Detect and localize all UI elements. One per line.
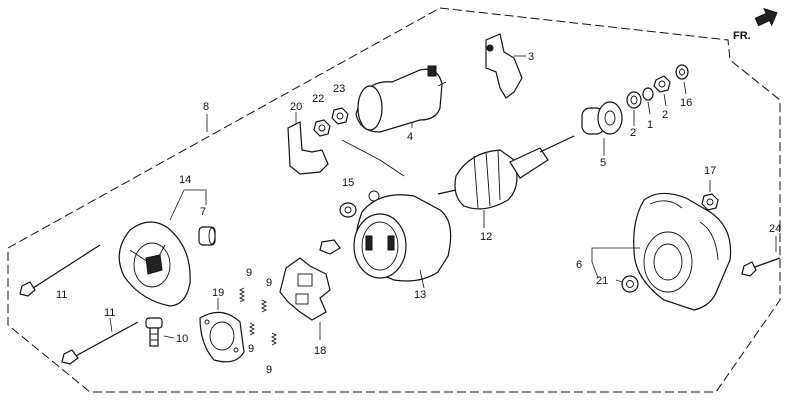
part-11-through-bolt-upper — [19, 244, 101, 297]
callout-13: 13 — [414, 289, 426, 301]
callout-9d: 9 — [266, 364, 272, 376]
callout-4: 4 — [407, 131, 413, 143]
part-23-nut — [331, 107, 349, 125]
callout-11-lower: 11 — [104, 307, 115, 319]
part-14-rear-cover — [118, 221, 191, 307]
callout-17: 17 — [704, 165, 716, 177]
front-direction-label: FR. — [733, 30, 751, 42]
leader-10 — [163, 335, 175, 339]
wire-connection — [341, 139, 405, 177]
callout-22: 22 — [312, 93, 324, 105]
part-5-pinion-gear — [581, 101, 623, 135]
part-22-nut — [313, 119, 331, 137]
leader-13 — [419, 269, 425, 289]
part-10-screw — [145, 317, 163, 347]
part-19-brush-plate — [199, 311, 245, 363]
part-15-grommet — [339, 202, 357, 218]
leader-1 — [647, 101, 651, 115]
callout-19: 19 — [212, 287, 224, 299]
part-24-bolt — [741, 257, 781, 277]
part-4-solenoid — [355, 65, 447, 133]
callout-9c: 9 — [248, 343, 254, 355]
callout-12: 12 — [480, 231, 492, 243]
part-insulator — [319, 239, 341, 255]
callout-18: 18 — [314, 345, 326, 357]
callout-6: 6 — [576, 259, 582, 271]
part-16-washer — [675, 64, 689, 80]
part-13-yoke — [353, 194, 452, 282]
leader-2b — [663, 93, 667, 107]
leader-14 — [184, 189, 207, 205]
assembly-boundary — [7, 7, 781, 393]
part-9-spring-a — [238, 287, 246, 303]
part-7-bushing — [198, 226, 216, 246]
callout-10: 10 — [176, 333, 188, 345]
part-6-front-housing — [633, 192, 732, 311]
leader-6b — [591, 261, 599, 279]
callout-15: 15 — [342, 177, 354, 189]
part-21-bushing — [621, 275, 639, 293]
part-9-spring-c — [248, 322, 256, 336]
part-11-through-bolt-lower — [61, 321, 139, 365]
part-2-stop-ring-b — [653, 75, 671, 93]
callout-9a: 9 — [246, 267, 252, 279]
callout-1: 1 — [647, 119, 653, 131]
callout-9b: 9 — [266, 277, 272, 289]
part-3-shift-lever — [485, 33, 523, 99]
callout-21: 21 — [596, 275, 608, 287]
part-12-armature — [437, 135, 575, 210]
part-2-stop-ring-a — [626, 91, 642, 109]
leader-11-lower — [109, 317, 113, 333]
front-direction-indicator: FR. — [733, 7, 778, 42]
callout-8: 8 — [203, 101, 209, 113]
arrow-right-icon — [754, 7, 778, 27]
part-1-snap-ring — [642, 87, 654, 101]
leader-21 — [615, 279, 623, 283]
callout-11-upper: 11 — [56, 289, 67, 301]
part-18-brush-holder — [279, 257, 331, 321]
part-17-nut — [701, 193, 719, 211]
callout-2a: 2 — [630, 127, 636, 139]
callout-24: 24 — [769, 223, 781, 235]
callout-16: 16 — [680, 97, 692, 109]
callout-3: 3 — [528, 51, 534, 63]
leader-6 — [591, 247, 640, 262]
callout-5: 5 — [600, 157, 606, 169]
callout-14: 14 — [179, 174, 191, 186]
callout-20: 20 — [290, 101, 302, 113]
leader-14b — [169, 189, 185, 221]
callout-2b: 2 — [662, 109, 668, 121]
callout-7: 7 — [200, 206, 206, 218]
part-9-spring-d — [270, 332, 278, 346]
leader-16 — [683, 81, 687, 95]
callout-23: 23 — [333, 83, 345, 95]
part-20-bracket — [287, 121, 329, 175]
part-9-spring-b — [260, 299, 268, 313]
